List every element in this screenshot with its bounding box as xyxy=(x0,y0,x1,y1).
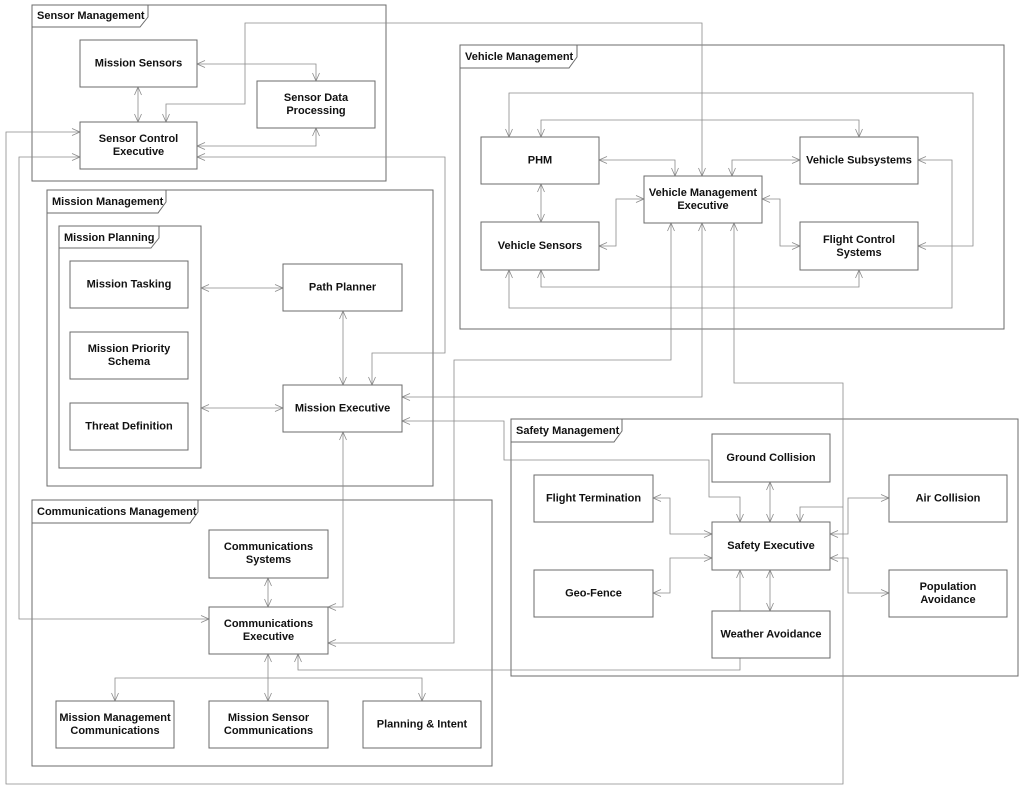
node-mission-sensors: Mission Sensors xyxy=(79,39,198,88)
svg-text:Mission Priority: Mission Priority xyxy=(88,343,171,355)
svg-text:Systems: Systems xyxy=(836,247,881,259)
svg-text:Safety Executive: Safety Executive xyxy=(727,540,814,552)
package-mission-management: Mission Management xyxy=(46,189,434,487)
node-flight-termination: Flight Termination xyxy=(533,474,654,523)
node-vehicle-management-executive: Vehicle Management Executive xyxy=(643,175,763,224)
svg-text:Air Collision: Air Collision xyxy=(916,492,981,504)
svg-text:Executive: Executive xyxy=(677,200,728,212)
package-vehicle-management: Vehicle Management xyxy=(459,44,1005,330)
node-planning-and-intent: Planning & Intent xyxy=(362,700,482,749)
svg-text:Mission Executive: Mission Executive xyxy=(295,402,390,414)
svg-text:Avoidance: Avoidance xyxy=(920,594,975,606)
package-communications-management: Communications Management xyxy=(31,499,493,767)
node-safety-executive: Safety Executive xyxy=(711,521,831,571)
package-title: Vehicle Management xyxy=(465,51,574,63)
svg-text:Path Planner: Path Planner xyxy=(309,281,377,293)
node-path-planner: Path Planner xyxy=(282,263,403,312)
arrowhead xyxy=(200,284,210,292)
svg-text:Sensor Data: Sensor Data xyxy=(284,92,349,104)
arrowhead xyxy=(200,404,210,412)
svg-text:Communications: Communications xyxy=(224,541,313,553)
node-population-avoidance: Population Avoidance xyxy=(888,569,1008,618)
package-title: Sensor Management xyxy=(37,10,145,22)
package-title: Safety Management xyxy=(516,425,620,437)
svg-text:Mission Sensor: Mission Sensor xyxy=(228,712,310,724)
svg-text:Executive: Executive xyxy=(113,146,164,158)
svg-text:Flight Control: Flight Control xyxy=(823,234,895,246)
node-sensor-data-processing: Sensor Data Processing xyxy=(256,80,376,129)
node-air-collision: Air Collision xyxy=(888,474,1008,523)
node-phm: PHM xyxy=(480,136,600,185)
svg-text:PHM: PHM xyxy=(528,154,552,166)
svg-text:Population: Population xyxy=(920,581,977,593)
svg-text:Systems: Systems xyxy=(246,554,291,566)
node-mission-management-communications: Mission Management Communications xyxy=(55,700,175,749)
package-safety-management: Safety Management xyxy=(510,418,1019,677)
svg-text:Communications: Communications xyxy=(224,725,313,737)
svg-text:Vehicle Sensors: Vehicle Sensors xyxy=(498,240,582,252)
node-threat-definition: Threat Definition xyxy=(69,402,189,451)
node-sensor-control-executive: Sensor Control Executive xyxy=(79,121,198,170)
svg-text:Mission Sensors: Mission Sensors xyxy=(95,57,182,69)
svg-text:Schema: Schema xyxy=(108,356,151,368)
package-title: Communications Management xyxy=(37,506,197,518)
node-ground-collision: Ground Collision xyxy=(711,433,831,483)
svg-text:Mission Tasking: Mission Tasking xyxy=(87,278,172,290)
package-title: Mission Management xyxy=(52,196,164,208)
svg-text:Communications: Communications xyxy=(70,725,159,737)
svg-text:Executive: Executive xyxy=(243,631,294,643)
svg-text:Communications: Communications xyxy=(224,618,313,630)
svg-text:Mission Management: Mission Management xyxy=(59,712,171,724)
node-vehicle-sensors: Vehicle Sensors xyxy=(480,221,600,271)
package-title: Mission Planning xyxy=(64,232,154,244)
svg-text:Threat Definition: Threat Definition xyxy=(85,420,173,432)
node-mission-sensor-communications: Mission Sensor Communications xyxy=(208,700,329,749)
node-communications-systems: Communications Systems xyxy=(208,529,329,579)
package-sensor-management: Sensor Management xyxy=(31,4,387,182)
svg-text:Sensor Control: Sensor Control xyxy=(99,133,178,145)
svg-text:Ground Collision: Ground Collision xyxy=(726,452,815,464)
svg-text:Planning & Intent: Planning & Intent xyxy=(377,718,468,730)
svg-text:Weather Avoidance: Weather Avoidance xyxy=(720,628,821,640)
package-mission-planning: Mission Planning xyxy=(58,225,202,469)
svg-text:Geo-Fence: Geo-Fence xyxy=(565,587,622,599)
node-geo-fence: Geo-Fence xyxy=(533,569,654,618)
node-vehicle-subsystems: Vehicle Subsystems xyxy=(799,136,919,185)
svg-text:Vehicle Management: Vehicle Management xyxy=(649,187,758,199)
node-mission-executive: Mission Executive xyxy=(282,384,403,433)
node-flight-control-systems: Flight Control Systems xyxy=(799,221,919,271)
node-communications-executive: Communications Executive xyxy=(208,606,329,655)
svg-text:Vehicle Subsystems: Vehicle Subsystems xyxy=(806,154,912,166)
node-mission-priority-schema: Mission Priority Schema xyxy=(69,331,189,380)
node-weather-avoidance: Weather Avoidance xyxy=(711,610,831,659)
svg-text:Processing: Processing xyxy=(286,105,345,117)
svg-text:Flight Termination: Flight Termination xyxy=(546,492,641,504)
node-mission-tasking: Mission Tasking xyxy=(69,260,189,309)
